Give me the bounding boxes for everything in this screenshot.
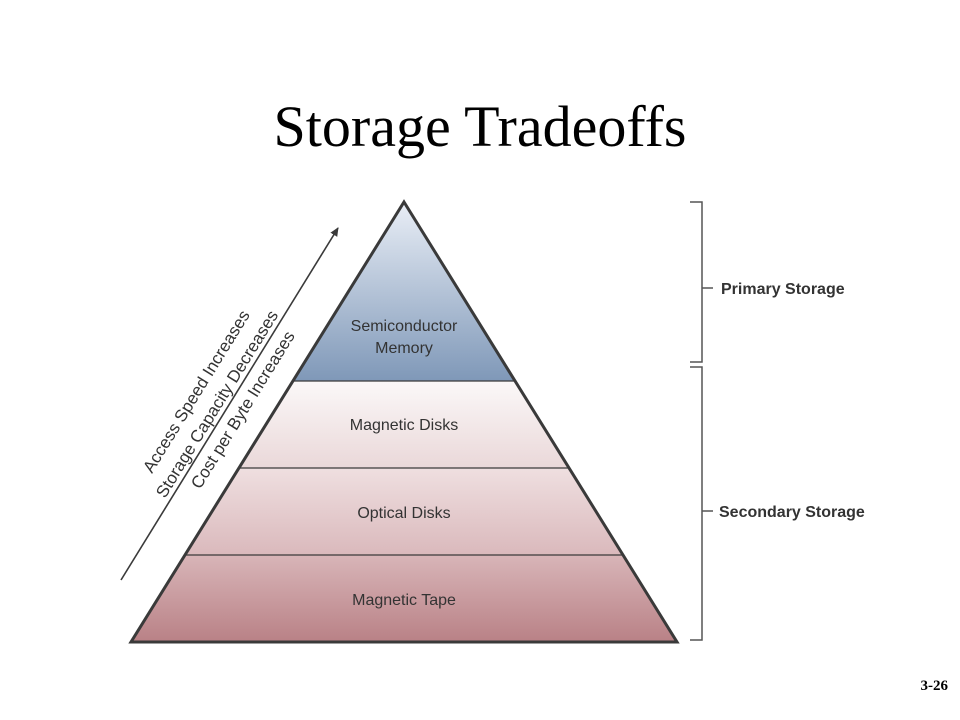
layer-label-magnetic-tape: Magnetic Tape [352, 592, 456, 609]
primary-storage-bracket [690, 201, 713, 363]
layer-magnetic-disks [239, 381, 569, 468]
layer-label-optical-disks: Optical Disks [357, 505, 450, 522]
secondary-storage-bracket [690, 366, 713, 641]
layer-label-magnetic-disks: Magnetic Disks [350, 417, 458, 434]
slide-number: 3-26 [920, 678, 949, 694]
layer-magnetic-tape [131, 555, 677, 642]
layer-optical-disks [185, 468, 623, 555]
layer-semiconductor-memory [293, 202, 515, 381]
pyramid-outline [128, 199, 680, 644]
secondary-storage-label: Secondary Storage [719, 504, 865, 521]
layer-label-memory: Memory [375, 340, 433, 357]
slide-title: Storage Tradeoffs [273, 94, 687, 159]
layer-label-semiconductor: Semiconductor [351, 318, 458, 335]
tradeoff-arrow [120, 227, 339, 581]
primary-storage-label: Primary Storage [721, 281, 845, 298]
